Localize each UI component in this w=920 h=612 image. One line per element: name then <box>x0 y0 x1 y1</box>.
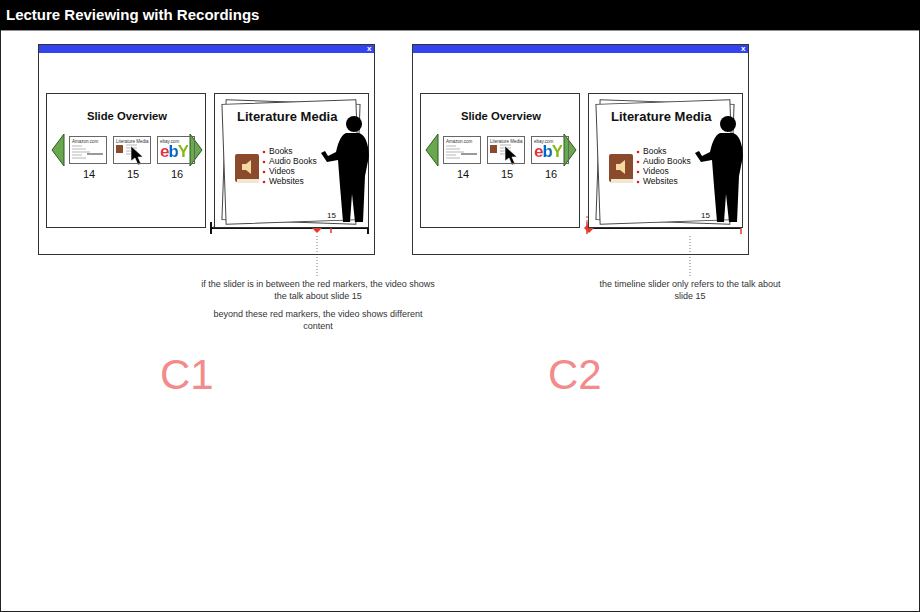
thumbnail-text: ebY <box>160 142 188 162</box>
thumbnail-text: Literature Media <box>116 139 149 144</box>
annotation-note: if the slider is in between the red mark… <box>198 279 438 302</box>
slide-number: 15 <box>488 168 526 181</box>
slide-thumbnail: Amazon.com14 <box>69 136 107 164</box>
slide-number: 15 <box>114 168 152 181</box>
slide-number: 15 <box>701 211 710 220</box>
prev-arrow <box>52 134 64 166</box>
slide-number: 15 <box>327 211 336 220</box>
annotation-note: the timeline slider only refers to the t… <box>590 279 790 302</box>
app-window: xSlide OverviewAmazon.com14Literature Me… <box>38 44 375 255</box>
panel-title: Slide Overview <box>47 110 207 123</box>
title-bar: Lecture Reviewing with Recordings <box>0 0 920 30</box>
timeline-slider <box>211 222 368 276</box>
slide-thumbnail: ebay.comebY16 <box>157 136 195 164</box>
slide-video-view: Literature MediaBooksAudio BooksVideosWe… <box>214 93 369 228</box>
slide-thumbnail: Amazon.com14 <box>443 136 481 164</box>
mouse-cursor <box>131 146 143 165</box>
bullet-text: Videos <box>643 167 669 177</box>
window-title-bar <box>39 45 374 53</box>
thumbnail-content <box>72 145 137 158</box>
mouse-cursor <box>505 146 517 165</box>
bullet-text: Videos <box>269 167 295 177</box>
variant-label: C1 <box>160 348 214 403</box>
slide-thumbnail: Literature Media15 <box>487 136 525 164</box>
thumbnail-text: Amazon.com <box>72 139 98 144</box>
annotation-note: beyond these red markers, the video show… <box>198 309 438 332</box>
thumbnail-text: Literature Media <box>490 139 523 144</box>
slide-number: 14 <box>70 168 108 181</box>
thumbnail-content <box>446 145 511 158</box>
close-button: x <box>741 44 745 53</box>
slide-video-view: Literature MediaBooksAudio BooksVideosWe… <box>588 93 743 228</box>
bullet-text: Books <box>269 147 293 157</box>
book-icon <box>609 154 633 183</box>
slide-number: 16 <box>532 168 570 181</box>
slide-title: Literature Media <box>611 110 711 125</box>
speaker-silhouette <box>695 116 743 222</box>
speaker-silhouette <box>321 116 369 222</box>
prev-arrow <box>426 134 438 166</box>
close-button: x <box>367 44 371 53</box>
slide-overview-panel: Slide OverviewAmazon.com14Literature Med… <box>46 93 206 228</box>
variant-label: C2 <box>548 348 602 403</box>
slide-thumbnail: ebay.comebY16 <box>531 136 569 164</box>
slide-thumbnail: Literature Media15 <box>113 136 151 164</box>
bullet-text: Audio Books <box>269 157 317 167</box>
page-frame <box>1 30 920 612</box>
bullet-text: Websites <box>643 177 678 187</box>
panel-title: Slide Overview <box>421 110 581 123</box>
slide-number: 14 <box>444 168 482 181</box>
bullet-text: Books <box>643 147 667 157</box>
slide-title: Literature Media <box>237 110 337 125</box>
thumbnail-text: ebY <box>534 142 562 162</box>
slide-overview-panel: Slide OverviewAmazon.com14Literature Med… <box>420 93 580 228</box>
thumbnail-text: Amazon.com <box>446 139 472 144</box>
book-icon <box>235 154 259 183</box>
next-arrow <box>564 134 576 166</box>
page-title: Lecture Reviewing with Recordings <box>6 6 259 23</box>
slide-number: 16 <box>158 168 196 181</box>
bullet-text: Audio Books <box>643 157 691 167</box>
next-arrow <box>190 134 202 166</box>
bullet-text: Websites <box>269 177 304 187</box>
window-title-bar <box>413 45 748 53</box>
app-window: xSlide OverviewAmazon.com14Literature Me… <box>412 44 749 255</box>
